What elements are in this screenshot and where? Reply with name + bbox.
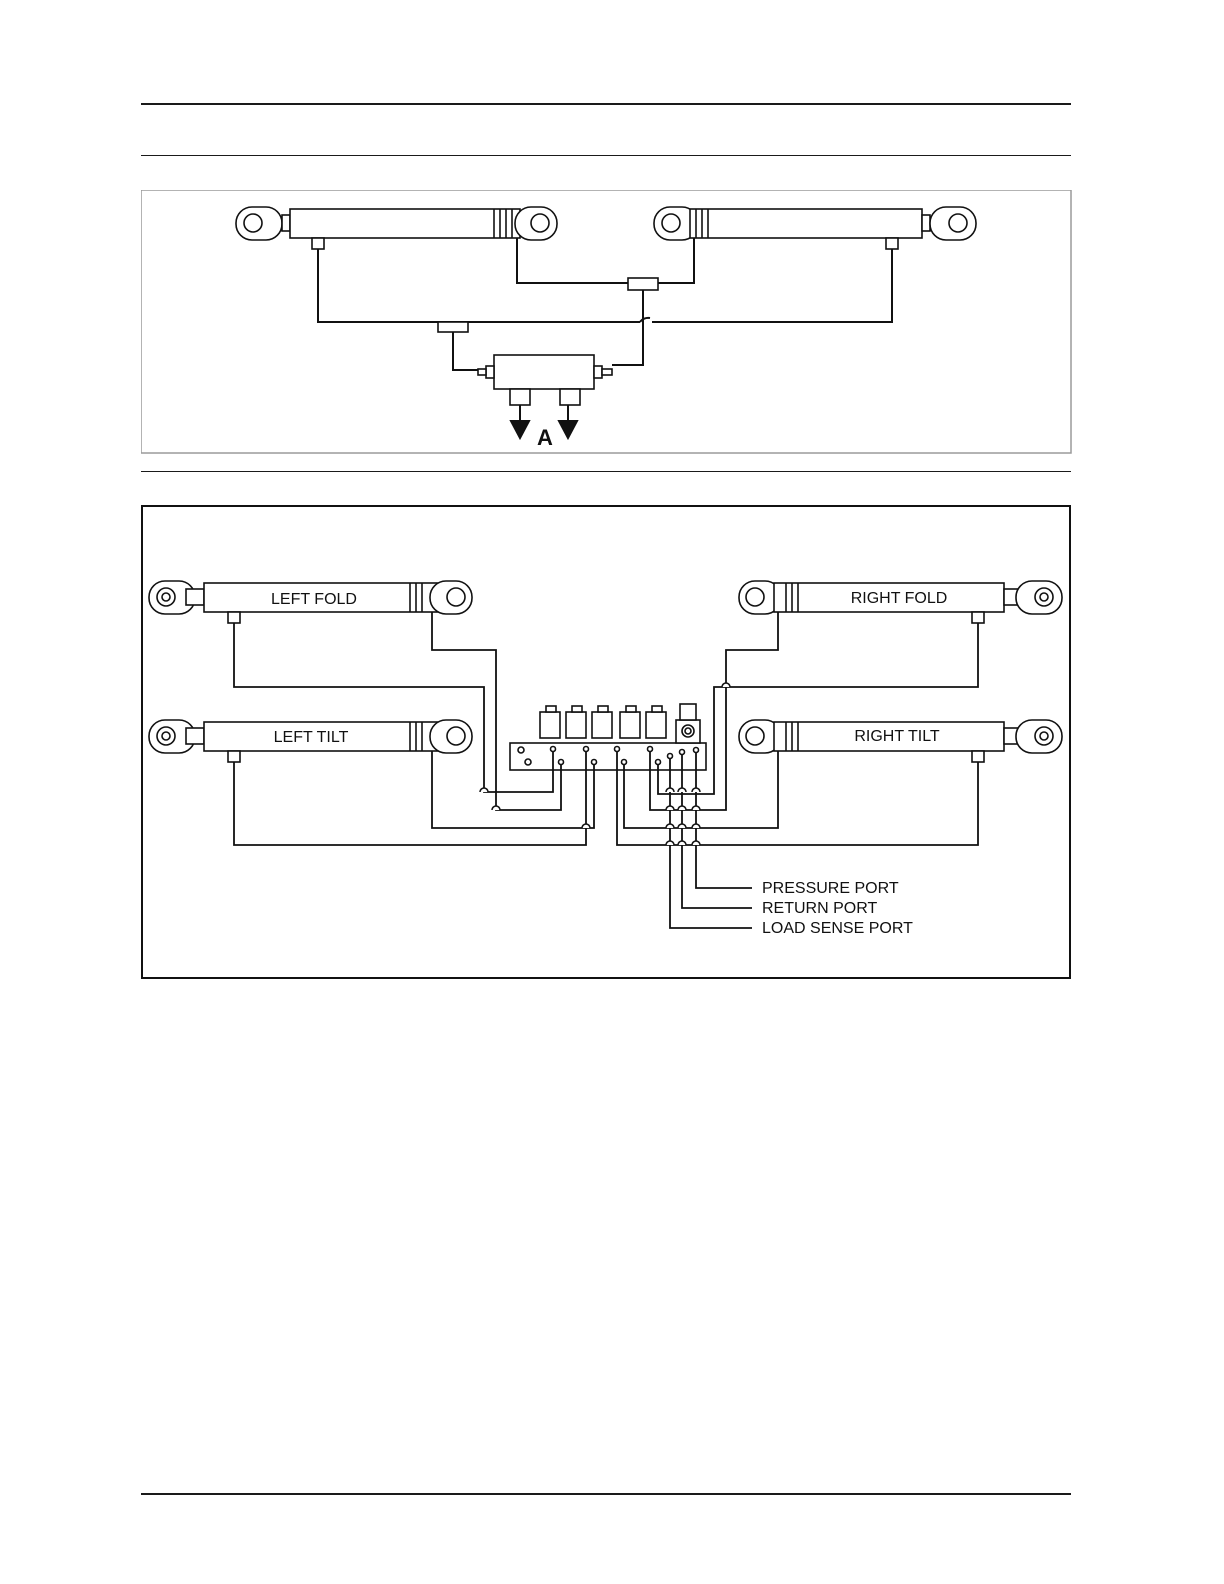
port-fitting [972, 751, 984, 762]
tee-fitting-upper [628, 278, 658, 290]
tee-fitting-lower [438, 322, 468, 332]
port-label-load-sense: LOAD SENSE PORT [762, 920, 913, 937]
cylinder-2-barrel [690, 209, 922, 238]
port-fitting [228, 612, 240, 623]
cylinder-label-right-tilt: RIGHT TILT [854, 728, 940, 745]
rod-neck-left [282, 215, 290, 231]
cap-eye-pin-right [662, 214, 680, 232]
port-fitting [312, 238, 324, 249]
port-fitting [560, 389, 580, 405]
cylinder-2 [654, 207, 976, 249]
valve-manifold [510, 704, 706, 770]
header-rule-bottom [141, 155, 1071, 156]
cylinder-label-right-fold: RIGHT FOLD [851, 590, 948, 607]
diagram-1-svg: A [141, 190, 1072, 454]
header-rule-top [141, 103, 1071, 105]
cylinder-1 [236, 207, 557, 249]
tee-fittings [438, 278, 658, 332]
arrow-down-icon [559, 421, 577, 438]
port-label-a: A [537, 425, 553, 450]
rod-neck-right [922, 215, 930, 231]
section-divider-rule [141, 471, 1071, 472]
cylinder-label-left-fold: LEFT FOLD [271, 591, 357, 608]
port-fitting [510, 389, 530, 405]
rod-eye-pin-left [244, 214, 262, 232]
valve-body [494, 355, 594, 389]
port-fitting [886, 238, 898, 249]
cylinder-1-barrel [290, 209, 520, 238]
port-label-pressure: PRESSURE PORT [762, 880, 899, 897]
diagram-1-panel: A [141, 190, 1072, 454]
valve-block [478, 355, 612, 405]
cylinder-label-left-tilt: LEFT TILT [274, 729, 349, 746]
footer-rule [141, 1493, 1071, 1495]
diagram-2-panel: LEFT FOLD LEFT TILT RIGHT FOLD [141, 505, 1072, 980]
arrow-down-icon [511, 421, 529, 438]
rod-eye-pin-right [949, 214, 967, 232]
hose-lines [318, 238, 892, 370]
port-fitting [228, 751, 240, 762]
port-label-return: RETURN PORT [762, 900, 877, 917]
port-fitting [972, 612, 984, 623]
cap-eye-pin-left [531, 214, 549, 232]
manifold-body [510, 743, 706, 770]
diagram-2-svg: LEFT FOLD LEFT TILT RIGHT FOLD [141, 505, 1072, 980]
